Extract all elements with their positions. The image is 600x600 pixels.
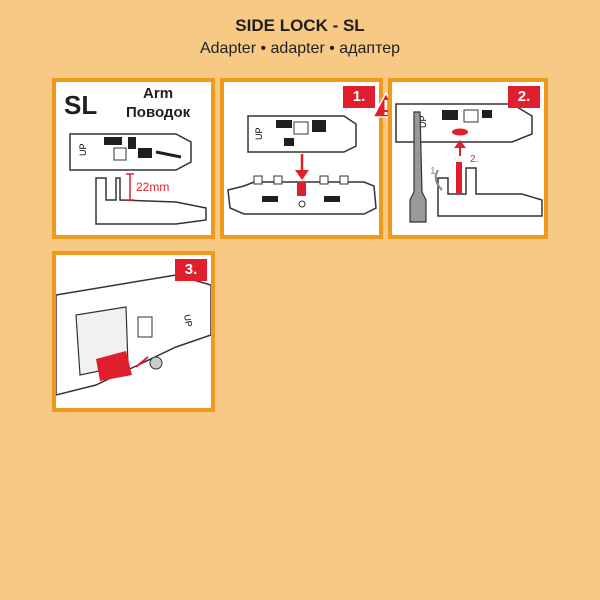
up-text: UP bbox=[254, 127, 264, 140]
step-badge-2: 2. bbox=[508, 86, 540, 108]
step-1-illustration: UP bbox=[227, 115, 377, 215]
dimension-label: 22mm bbox=[136, 180, 169, 194]
up-text: UP bbox=[418, 115, 428, 128]
panel-sl-arm: UP 22mm SL Arm Поводок bbox=[52, 78, 215, 239]
step-2-illustration: UP 1. 2. bbox=[395, 103, 543, 223]
arm-label-ru: Поводок bbox=[126, 104, 191, 121]
sub-step-1: 1. bbox=[430, 166, 438, 177]
sub-step-2: 2. bbox=[470, 154, 478, 165]
arm-label-en: Arm bbox=[143, 85, 174, 102]
page-subtitle: Adapter • adapter • адаптер bbox=[199, 40, 401, 57]
step-badge-3: 3. bbox=[175, 259, 207, 281]
arm-label: Arm Поводок bbox=[126, 84, 190, 122]
panel-step-3: UP 3. bbox=[52, 251, 215, 412]
step-3-illustration: UP bbox=[56, 274, 211, 396]
up-text: UP bbox=[78, 143, 88, 156]
page-title: SIDE LOCK - SL bbox=[235, 16, 365, 35]
arm-adapter-illustration: UP 22mm bbox=[69, 133, 207, 225]
up-text: UP bbox=[182, 314, 194, 328]
adapter-code: SL bbox=[64, 90, 98, 120]
panel-step-1: UP 1. bbox=[220, 78, 383, 239]
panel-step-2: UP 1. 2. 2. bbox=[388, 78, 548, 239]
step-badge-1: 1. bbox=[343, 86, 375, 108]
